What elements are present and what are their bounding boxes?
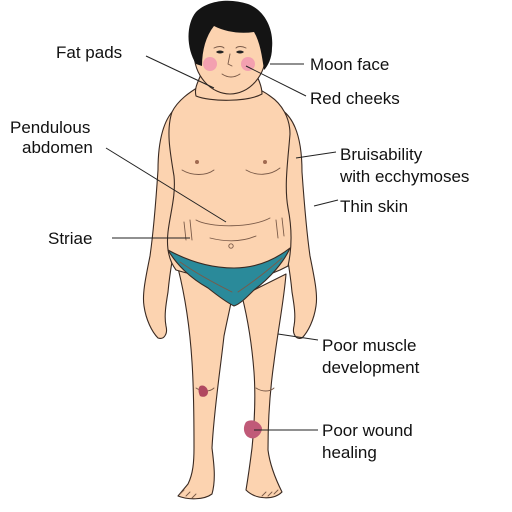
- label-poor-wound-line1: Poor wound: [322, 421, 413, 440]
- label-thin-skin: Thin skin: [340, 197, 408, 216]
- label-poor-muscle-line2: development: [322, 358, 420, 377]
- right-leg: [242, 274, 286, 498]
- label-poor-wound-line2: healing: [322, 443, 377, 462]
- label-bruisability-line2: with ecchymoses: [339, 167, 469, 186]
- red-cheek-left: [203, 57, 217, 71]
- label-fat-pads: Fat pads: [56, 43, 122, 62]
- left-leg: [178, 268, 232, 499]
- label-poor-muscle-line1: Poor muscle: [322, 336, 416, 355]
- label-pendulous-abdomen-line1: Pendulous: [10, 118, 90, 137]
- torso: [167, 84, 291, 280]
- human-figure: [143, 1, 316, 499]
- label-striae: Striae: [48, 229, 92, 248]
- label-pendulous-abdomen-line2: abdomen: [22, 138, 93, 157]
- label-moon-face: Moon face: [310, 55, 389, 74]
- label-red-cheeks: Red cheeks: [310, 89, 400, 108]
- label-bruisability-line1: Bruisability: [340, 145, 423, 164]
